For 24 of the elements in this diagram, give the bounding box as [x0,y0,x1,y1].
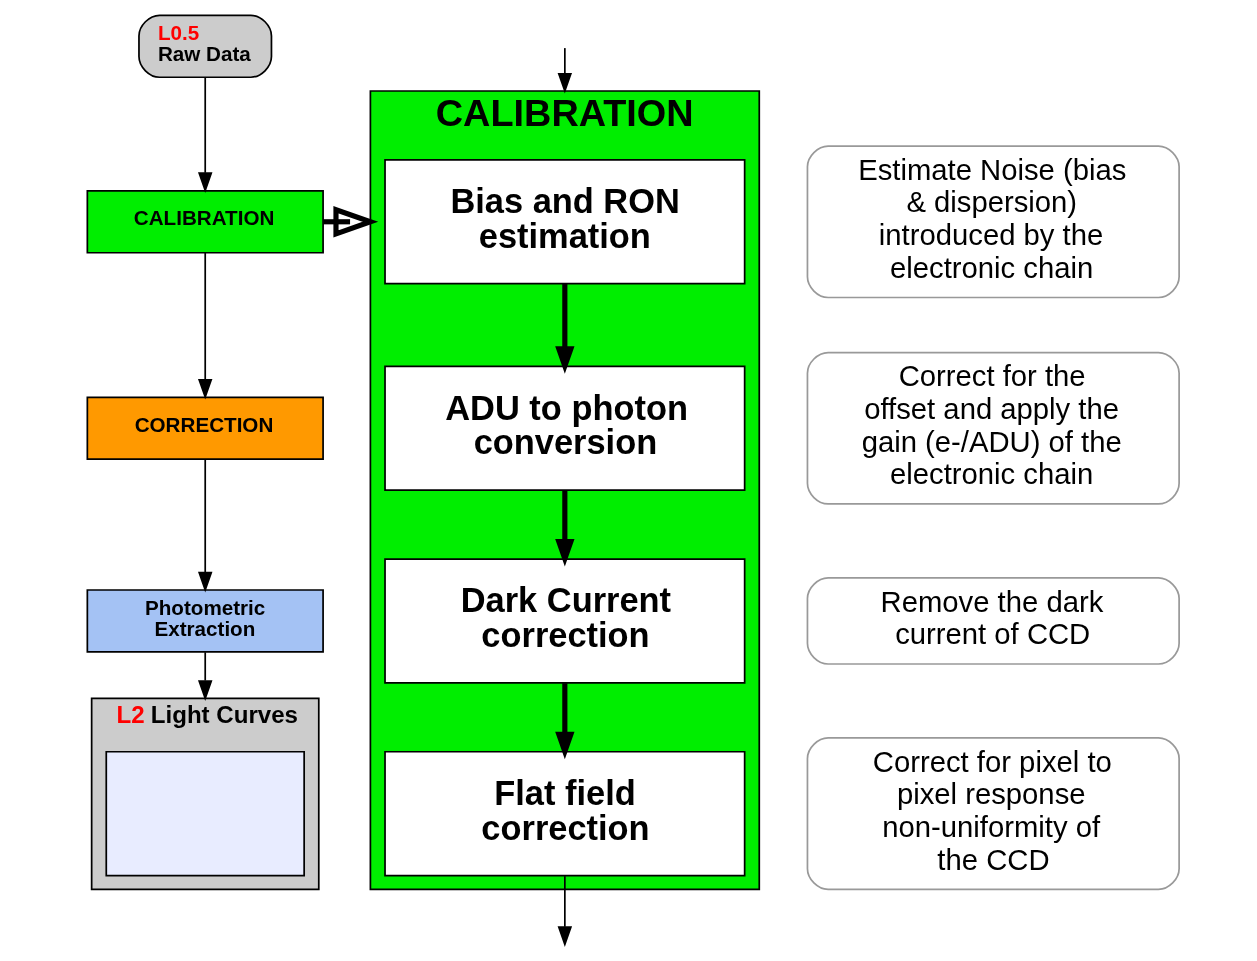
node-box: L0.5 Raw Data [138,14,273,79]
arrow [555,683,575,760]
node-box: ADU to photon conversion [384,365,746,492]
node-box: Correct for the offset and apply the gain (e-/ADU) of the electronic chain [806,351,1180,505]
node-box [105,750,305,877]
node-box: Estimate Noise (bias & dispersion) introduced by the electronic chain [806,145,1180,299]
node-box: Bias and RON estimation [384,158,746,285]
arrow [197,252,213,400]
node-box: Flat field correction [384,750,746,877]
arrow [197,458,213,593]
node-box: Dark Current correction [384,558,746,684]
cluster: L2 Light Curves [90,697,320,891]
arrow [557,47,573,94]
arrow [555,283,575,374]
node-box: Photometric Extraction [86,589,324,653]
node-box: CALIBRATION [86,189,324,254]
node-box: CORRECTION [86,396,324,461]
node-box: Remove the dark current of CCD [806,577,1180,665]
arrow [197,651,213,701]
arrow [323,206,379,238]
node-box: Correct for pixel to pixel response non-uniformity of the CCD [806,737,1180,891]
arrow [555,490,575,567]
arrow [197,77,213,194]
arrow [557,875,573,947]
